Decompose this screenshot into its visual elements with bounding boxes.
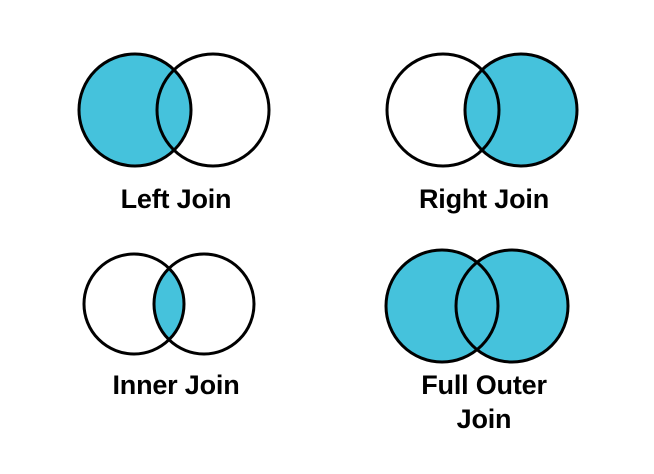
panel-left-join: Left Join [60, 40, 292, 214]
panel-right-join: Right Join [368, 40, 600, 214]
label-right-join: Right Join [419, 184, 549, 214]
left-set-outline [77, 52, 193, 168]
right-set-outline [155, 52, 271, 168]
right-set-outline [463, 52, 579, 168]
venn-full-outer-join [384, 248, 570, 364]
label-full-outer-join: Full Outer Join [421, 370, 547, 434]
venn-right-join [385, 52, 579, 168]
panel-inner-join: Inner Join [60, 246, 292, 400]
left-set-outline [384, 248, 500, 364]
right-set-outline [152, 252, 256, 356]
right-set-outline [454, 248, 570, 364]
panel-full-outer-join: Full Outer Join [368, 246, 600, 434]
left-set-outline [82, 252, 186, 356]
venn-inner-join [82, 252, 256, 356]
right-set-circle [456, 250, 568, 362]
venn-left-join [77, 52, 271, 168]
left-set-outline [385, 52, 501, 168]
label-left-join: Left Join [120, 184, 232, 214]
label-inner-join: Inner Join [112, 370, 240, 400]
